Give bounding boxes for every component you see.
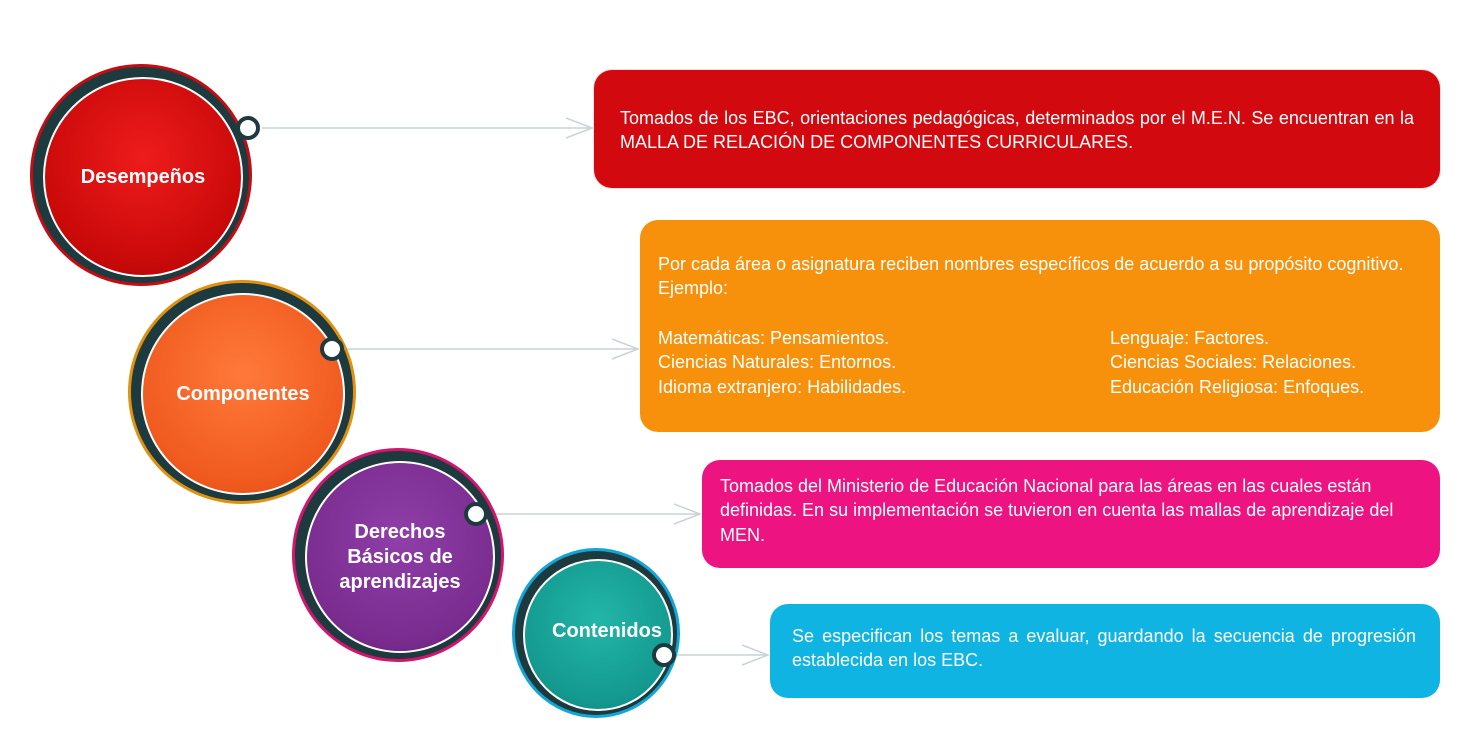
- componentes-right-item: Educación Religiosa: Enfoques.: [1110, 376, 1365, 397]
- componentes-description: Por cada área o asignatura reciben nombr…: [658, 254, 1404, 299]
- desempenos-circle: Desempeños: [30, 64, 252, 286]
- connector-contenidos: [672, 644, 771, 666]
- componentes-left-column: Matemáticas: Pensamientos. Ciencias Natu…: [658, 326, 906, 399]
- contenidos-box: Se especifican los temas a evaluar, guar…: [770, 604, 1440, 698]
- desempenos-node: [236, 116, 260, 140]
- componentes-left-item: Ciencias Naturales: Entornos.: [658, 352, 897, 373]
- dba-circle: Derechos Básicos de aprendizajes: [292, 448, 504, 662]
- componentes-right-item: Ciencias Sociales: Relaciones.: [1110, 352, 1357, 373]
- componentes-left-item: Matemáticas: Pensamientos.: [658, 328, 890, 348]
- dba-title-line: aprendizajes: [339, 570, 461, 593]
- componentes-left-item: Idioma extranjero: Habilidades.: [658, 376, 907, 397]
- componentes-title: Componentes: [176, 382, 310, 405]
- dba-node: [464, 502, 488, 526]
- connector-desempenos: [262, 117, 595, 139]
- contenidos-title: Contenidos: [552, 620, 662, 642]
- dba-title: Derechos Básicos de aprendizajes: [339, 520, 460, 595]
- desempenos-title: Desempeños: [80, 165, 206, 188]
- componentes-right-item: Lenguaje: Factores.: [1110, 328, 1270, 348]
- componentes-node: [320, 337, 344, 361]
- componentes-right-column: Lenguaje: Factores. Ciencias Sociales: R…: [1110, 326, 1364, 399]
- desempenos-box: Tomados de los EBC, orientaciones pedagó…: [594, 70, 1440, 188]
- dba-description: Tomados del Ministerio de Educación Naci…: [720, 476, 1394, 545]
- componentes-circle: Componentes: [128, 280, 356, 504]
- connector-dba: [486, 503, 703, 525]
- desempenos-description: Tomados de los EBC, orientaciones pedagó…: [620, 108, 1414, 153]
- contenidos-circle: Contenidos: [512, 548, 680, 718]
- connector-componentes: [344, 338, 641, 360]
- dba-title-line: Básicos de: [347, 545, 453, 568]
- dba-box: Tomados del Ministerio de Educación Naci…: [702, 460, 1440, 568]
- dba-title-line: Derechos: [354, 520, 446, 543]
- componentes-box: Por cada área o asignatura reciben nombr…: [640, 220, 1440, 432]
- contenidos-node: [652, 643, 676, 667]
- contenidos-description: Se especifican los temas a evaluar, guar…: [792, 626, 1416, 671]
